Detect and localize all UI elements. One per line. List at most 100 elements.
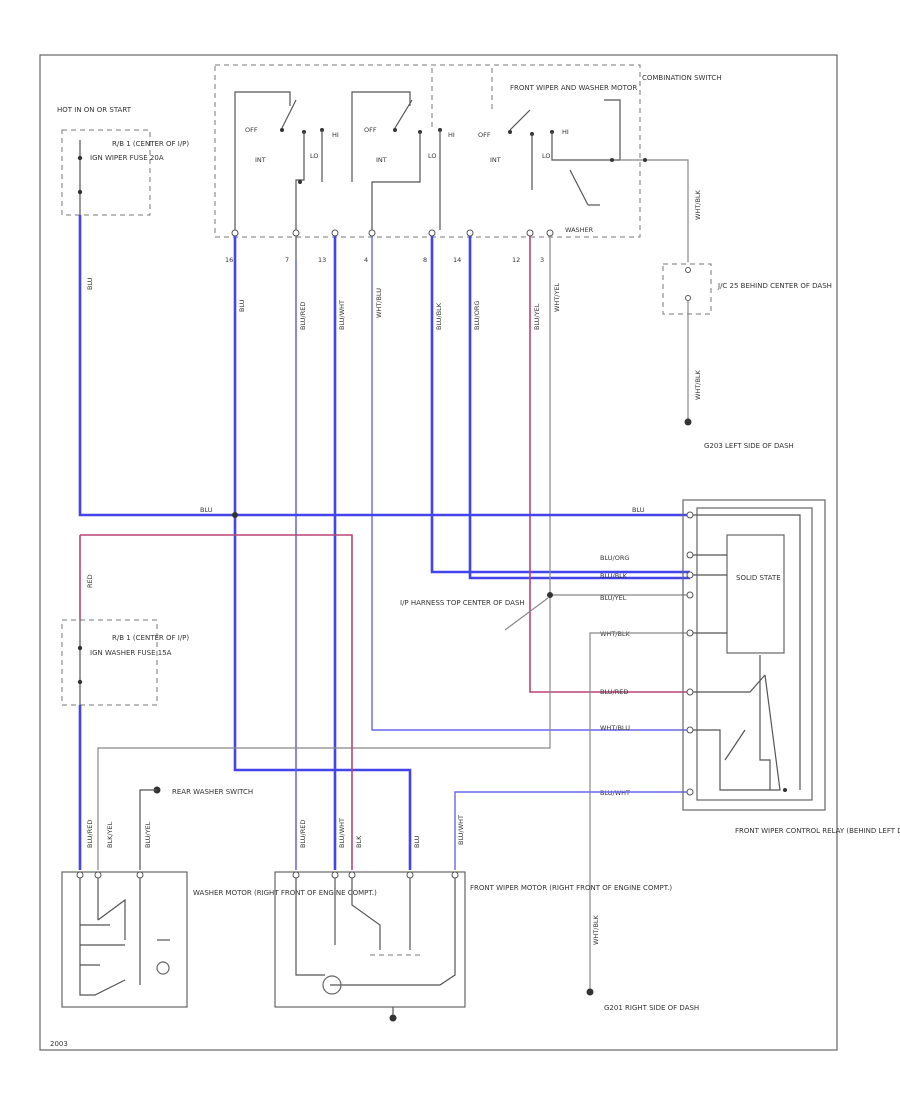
wire-label-relay-5: BLU/RED (600, 688, 628, 696)
pin-label-8: 8 (423, 256, 427, 264)
pin-row: 16 7 13 4 8 14 12 3 (225, 229, 554, 264)
wire-label-washer-up: RED (86, 574, 94, 588)
wiper-motor-pin-5 (451, 871, 459, 879)
wiper-motor-box (274, 871, 466, 1008)
wire-pin12 (529, 236, 690, 693)
switch3-int-label: INT (490, 156, 501, 164)
wire-pin3 (97, 236, 551, 870)
pin-12 (526, 229, 534, 237)
switch3-contact-off (508, 130, 512, 134)
relay-pin-1 (686, 511, 694, 519)
wiper-motor-internal-5 (330, 878, 456, 986)
pin-label-12: 12 (512, 256, 520, 264)
wiper-motor-pin-4 (406, 871, 414, 879)
wire-label-pin13: BLU/WHT (338, 300, 346, 330)
wire-label-pin4: WHT/BLU (375, 288, 383, 318)
wiper-motor-pin-2 (331, 871, 339, 879)
wire-label-relay-2: BLU/BLK (600, 572, 628, 580)
ground-left-symbol (684, 418, 692, 426)
switch2-arm (394, 99, 413, 129)
wire-label-ground-right: WHT/BLK (592, 914, 600, 945)
relay-inner-box (696, 507, 813, 801)
washer-motor-terminals (76, 871, 144, 879)
switch1-int-label: INT (255, 156, 266, 164)
pin-label-4: 4 (364, 256, 368, 264)
relay-internal-6 (693, 674, 781, 791)
relay-label: FRONT WIPER CONTROL RELAY (BEHIND LEFT D… (735, 827, 900, 835)
wire-label-motor-2: BLU/WHT (338, 818, 346, 848)
pin-13 (331, 229, 339, 237)
pin-label-16: 16 (225, 256, 233, 264)
washer-motor-internal-1 (79, 878, 126, 996)
switch2-contact-off (393, 128, 397, 132)
wire-label-pin16: BLU (238, 299, 246, 312)
combination-switch-label: COMBINATION SWITCH (642, 74, 722, 82)
relay-pin-5 (686, 629, 694, 637)
switch1-arm (281, 99, 297, 129)
switch3-off-label: OFF (478, 131, 491, 139)
relay-outer-box (682, 499, 826, 811)
jc-label: J/C 25 BEHIND CENTER OF DASH (717, 282, 832, 290)
pin-label-7: 7 (285, 256, 289, 264)
wiper-motor-pin-1 (292, 871, 300, 879)
switch1-off-label: OFF (245, 126, 258, 134)
wire-pin8 (430, 236, 690, 574)
harness-pointer (504, 597, 549, 631)
wiper-motor-icon (322, 975, 342, 995)
ground-left-label: G203 LEFT SIDE OF DASH (704, 442, 794, 450)
relay-terminals (686, 511, 694, 796)
switch1-node (298, 180, 302, 184)
relay-internal-5 (693, 674, 766, 693)
wire-rear-washer (139, 789, 157, 870)
washer-fuse-terminal-b (77, 679, 83, 685)
wire-ig-bus (78, 215, 690, 517)
washer-motor-pin-1 (76, 871, 84, 879)
switch1-frame (234, 91, 291, 230)
wire-label-motor-blk: BLU/WHT (457, 815, 465, 845)
washer-motor-icon (156, 961, 170, 975)
harness-label: I/P HARNESS TOP CENTER OF DASH (400, 599, 525, 607)
wire-pin14 (468, 236, 690, 580)
relay-internal-1 (693, 514, 801, 790)
wiper-motor-pin-3 (348, 871, 356, 879)
wire-relay-motor (454, 791, 690, 870)
pin-4 (368, 229, 376, 237)
washer-motor-label: WASHER MOTOR (RIGHT FRONT OF ENGINE COMP… (193, 889, 377, 897)
wire-label-relay-6: WHT/BLU (600, 724, 630, 732)
ig-fuse-label: IGN WIPER FUSE 20A (90, 154, 164, 162)
bus-splice (232, 512, 238, 518)
wire-label-pin8: BLU/BLK (435, 302, 443, 330)
jc-terminal-top (685, 267, 691, 273)
front-wiper-washer-label: FRONT WIPER AND WASHER MOTOR (510, 84, 637, 92)
switch3-lo-label: LO (542, 152, 551, 160)
switch2-off-label: OFF (364, 126, 377, 134)
washer-fuse-label: IGN WASHER FUSE 15A (90, 649, 172, 657)
switch2-hi-label: HI (448, 131, 455, 139)
wiper-motor-internal-3 (351, 878, 381, 950)
wire-label-washer-down: BLU/RED (86, 820, 94, 848)
wire-relay-ground (589, 632, 690, 990)
pin-14 (466, 229, 474, 237)
wiper-motor-internal-1 (295, 878, 325, 976)
wire-pin4 (371, 236, 690, 731)
wire-label-washer-mid: BLK/YEL (106, 821, 114, 848)
jc-box (662, 263, 712, 315)
wire-label-relay-blu: BLU (632, 506, 645, 514)
relay-pin-8 (686, 788, 694, 796)
washer-motor-pin-2 (94, 871, 102, 879)
relay-contact (724, 729, 746, 761)
relay-pin-6 (686, 688, 694, 696)
washer-fuse-box (61, 619, 158, 706)
combination-switch-box (214, 64, 641, 238)
wire-label-relay-7: BLU/WHT (600, 789, 630, 797)
switch2-int-label: INT (376, 156, 387, 164)
hot-label: HOT IN ON OR START (57, 106, 132, 114)
switch3-node (610, 158, 614, 162)
pin-3 (546, 229, 554, 237)
washer-motor-pin-3 (136, 871, 144, 879)
relay-node-1 (783, 788, 787, 792)
ground-right-label: G201 RIGHT SIDE OF DASH (604, 1004, 699, 1012)
combo-right-out (620, 159, 689, 262)
wire-label-ig: BLU (86, 277, 94, 290)
